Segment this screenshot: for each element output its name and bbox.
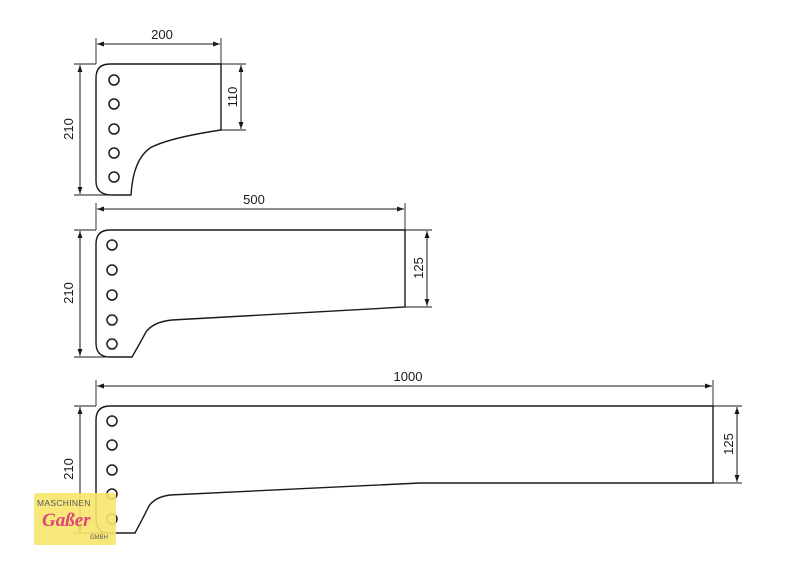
logo-background: [34, 493, 116, 545]
part-small-length-label: 200: [151, 27, 173, 42]
part-large-length-label: 1000: [394, 369, 423, 384]
hole: [106, 439, 118, 451]
hole: [106, 415, 118, 427]
part-small-holes: [108, 74, 120, 183]
part-small-length-dimension: 200: [95, 27, 222, 64]
hole: [106, 239, 118, 251]
part-small-tip-label: 110: [225, 87, 240, 108]
hole: [108, 147, 120, 159]
part-large-tip-label: 125: [721, 433, 736, 455]
hole: [108, 171, 120, 183]
hole: [106, 289, 118, 301]
hole: [106, 264, 118, 276]
part-medium-height-dimension: 210: [61, 229, 110, 358]
part-medium-length-dimension: 500: [95, 192, 406, 230]
part-medium: 500 210 125: [61, 192, 432, 358]
part-small: 200 210 110: [61, 27, 246, 196]
part-medium-length-label: 500: [243, 192, 265, 207]
part-large: 1000 210 125: [61, 369, 742, 534]
part-large-outline: [95, 405, 714, 534]
logo-sub-text: GMBH: [90, 535, 108, 541]
part-large-tip-dimension: 125: [713, 405, 742, 484]
part-medium-height-label: 210: [61, 282, 76, 304]
part-small-height-dimension: 210: [61, 63, 112, 196]
logo-top-text: MASCHINEN: [37, 498, 91, 508]
part-large-height-label: 210: [61, 458, 76, 480]
part-small-height-label: 210: [61, 118, 76, 140]
part-large-length-dimension: 1000: [95, 369, 714, 406]
hole: [108, 123, 120, 135]
part-small-outline: [95, 63, 222, 196]
part-medium-outline: [95, 229, 406, 358]
part-small-tip-dimension: 110: [221, 63, 246, 131]
company-logo: MASCHINEN Gaßer GMBH: [34, 493, 116, 545]
hole: [106, 464, 118, 476]
hole: [108, 98, 120, 110]
hole: [106, 314, 118, 326]
logo-script-text: Gaßer: [42, 510, 91, 531]
part-medium-holes: [106, 239, 118, 350]
hole: [106, 338, 118, 350]
hole: [108, 74, 120, 86]
part-medium-tip-label: 125: [411, 257, 426, 279]
part-medium-tip-dimension: 125: [405, 229, 432, 308]
